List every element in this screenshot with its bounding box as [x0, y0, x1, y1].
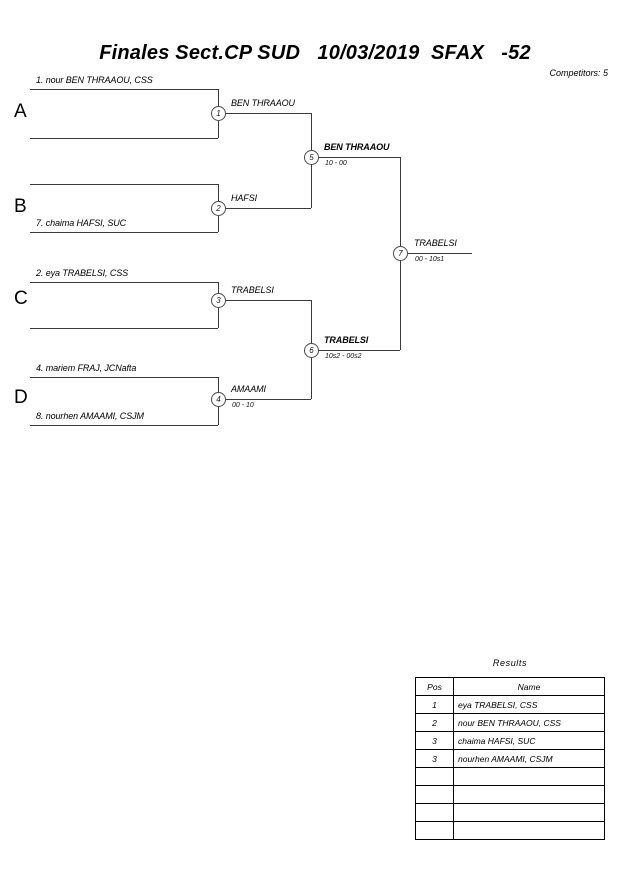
bracket-line-a-top	[30, 89, 218, 90]
table-row	[415, 803, 605, 822]
table-row: 1 eya TRABELSI, CSS	[415, 695, 605, 714]
bracket-line-c-bottom	[30, 328, 218, 329]
match-winner-4: AMAAMI	[231, 384, 266, 394]
entrant-c-top: 2. eya TRABELSI, CSS	[36, 268, 129, 278]
table-row: 3 chaima HAFSI, SUC	[415, 731, 605, 750]
result-pos: 2	[415, 713, 454, 732]
match-winner-5: BEN THRAAOU	[324, 142, 390, 152]
bracket-line-d-bottom	[30, 425, 218, 426]
table-row	[415, 767, 605, 786]
result-name: nourhen AMAAMI, CSJM	[453, 749, 605, 768]
bracket-line-d-top	[30, 377, 218, 378]
match-node-5[interactable]: 5	[304, 150, 319, 165]
result-name	[453, 767, 605, 786]
bracket-line-final-out	[408, 253, 472, 254]
table-row	[415, 785, 605, 804]
competitors-count: Competitors: 5	[549, 68, 608, 78]
result-name	[453, 785, 605, 804]
table-row: 3 nourhen AMAAMI, CSJM	[415, 749, 605, 768]
bracket-line-c-top	[30, 282, 218, 283]
match-node-4[interactable]: 4	[211, 392, 226, 407]
match-winner-7: TRABELSI	[414, 238, 457, 248]
match-winner-2: HAFSI	[231, 193, 258, 203]
result-pos	[415, 803, 454, 822]
match-score-6: 10s2 - 00s2	[325, 353, 362, 360]
bracket-line-b-top	[30, 184, 218, 185]
bracket-line-m4-to-m6	[226, 399, 311, 400]
table-row: 2 nour BEN THRAAOU, CSS	[415, 713, 605, 732]
result-pos: 3	[415, 731, 454, 750]
bracket-line-m6-to-final	[319, 350, 400, 351]
match-winner-3: TRABELSI	[231, 285, 274, 295]
bracket-line-m3-to-m6	[226, 300, 311, 301]
entrant-a-top: 1. nour BEN THRAAOU, CSS	[36, 75, 153, 85]
result-name: chaima HAFSI, SUC	[453, 731, 605, 750]
entrant-b-bottom: 7. chaima HAFSI, SUC	[36, 218, 127, 228]
column-header-pos: Pos	[415, 677, 454, 696]
page-title: Finales Sect.CP SUD 10/03/2019 SFAX -52	[99, 42, 531, 64]
result-pos	[415, 785, 454, 804]
bracket-line-a-bottom	[30, 138, 218, 139]
table-row	[415, 821, 605, 840]
result-pos: 1	[415, 695, 454, 714]
bracket-line-m1-to-m5	[226, 113, 311, 114]
results-table: Pos Name 1 eya TRABELSI, CSS 2 nour BEN …	[415, 677, 605, 840]
group-label-b: B	[14, 196, 27, 217]
match-node-6[interactable]: 6	[304, 343, 319, 358]
match-score-4: 00 - 10	[232, 402, 254, 409]
match-node-2[interactable]: 2	[211, 201, 226, 216]
result-pos: 3	[415, 749, 454, 768]
result-name: nour BEN THRAAOU, CSS	[453, 713, 605, 732]
entrant-d-top: 4. mariem FRAJ, JCNafta	[36, 363, 137, 373]
group-label-c: C	[14, 288, 28, 309]
table-header-row: Pos Name	[415, 677, 605, 696]
match-node-3[interactable]: 3	[211, 293, 226, 308]
match-node-1[interactable]: 1	[211, 106, 226, 121]
group-label-d: D	[14, 387, 28, 408]
bracket-line-m5-to-final	[319, 157, 400, 158]
result-pos	[415, 767, 454, 786]
column-header-name: Name	[453, 677, 605, 696]
result-name	[453, 821, 605, 840]
match-node-7[interactable]: 7	[393, 246, 408, 261]
match-winner-6: TRABELSI	[324, 335, 369, 345]
match-score-7: 00 - 10s1	[415, 256, 445, 263]
entrant-d-bottom: 8. nourhen AMAAMI, CSJM	[36, 411, 144, 421]
result-name	[453, 803, 605, 822]
bracket-line-b-bottom	[30, 232, 218, 233]
group-label-a: A	[14, 101, 27, 122]
match-score-5: 10 - 00	[325, 160, 347, 167]
bracket-line-m2-to-m5	[226, 208, 311, 209]
result-pos	[415, 821, 454, 840]
result-name: eya TRABELSI, CSS	[453, 695, 605, 714]
match-winner-1: BEN THRAAOU	[231, 98, 295, 108]
results-caption: Results	[492, 658, 528, 668]
